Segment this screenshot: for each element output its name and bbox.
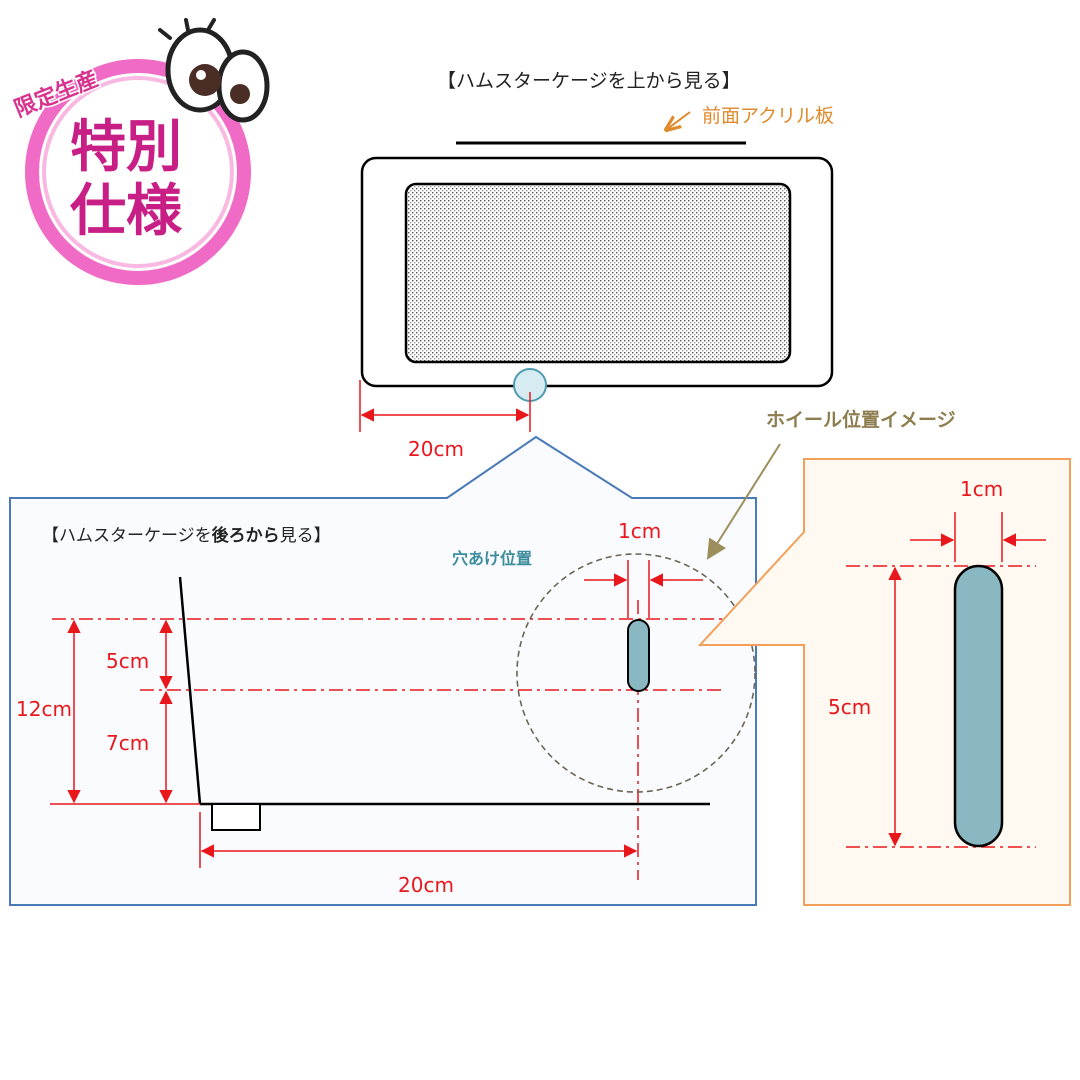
- back-view-callout-frame: [9, 435, 757, 906]
- wheel-pointer-arrow: [706, 443, 781, 560]
- slot-width-label: 1cm: [618, 519, 661, 543]
- total-height-label: 12cm: [16, 697, 72, 721]
- top-view: 【ハムスターケージを上から見る】 前面アクリル板 20cm: [359, 70, 834, 461]
- top-view-title: 【ハムスターケージを上から見る】: [437, 70, 741, 92]
- detail-height-label: 5cm: [828, 695, 871, 719]
- detail-panel: 1cm 5cm: [697, 458, 1071, 906]
- detail-slot: [953, 564, 1004, 848]
- hole-position-label: 穴あけ位置: [452, 549, 532, 568]
- limited-edition-badge: 限定生産 特別 仕様: [9, 18, 270, 285]
- badge-line-2: 仕様: [70, 178, 183, 244]
- cage-back-wall: [178, 576, 202, 805]
- upper-gap-label: 5cm: [106, 649, 149, 673]
- badge-line-1: 特別: [70, 114, 182, 180]
- hole-slot: [627, 619, 650, 692]
- lower-gap-label: 7cm: [106, 731, 149, 755]
- wheel-area-circle: [516, 553, 756, 793]
- back-view-title: 【ハムスターケージを後ろから見る】: [42, 525, 331, 546]
- horizontal-dim-label: 20cm: [398, 873, 454, 897]
- top-dim-label: 20cm: [408, 437, 464, 461]
- wheel-position-title: ホイール位置イメージ: [766, 408, 956, 431]
- cage-foot: [211, 803, 261, 831]
- acrylic-pointer-arrow: [666, 111, 691, 130]
- detail-width-label: 1cm: [960, 477, 1003, 501]
- eyes-icon: [158, 18, 270, 123]
- acrylic-label: 前面アクリル板: [702, 105, 834, 127]
- cage-mesh-area: [404, 182, 792, 364]
- back-view-panel: 【ハムスターケージを後ろから見る】 穴あけ位置 12cm 5cm 7cm 20c…: [9, 435, 757, 906]
